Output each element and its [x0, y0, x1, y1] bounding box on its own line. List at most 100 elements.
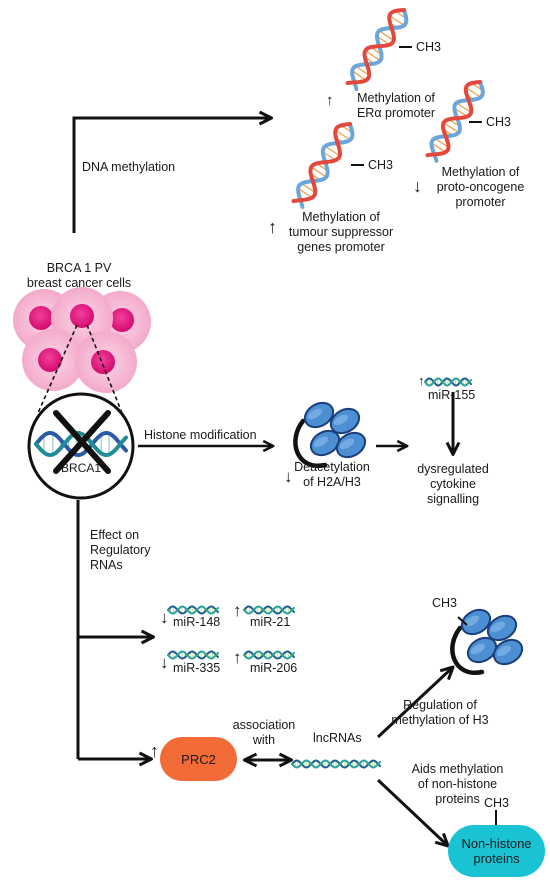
- source-title: BRCA 1 PV breast cancer cells: [14, 261, 144, 291]
- strand-a: [167, 605, 219, 615]
- methylated-nucleosome-icon: [450, 608, 524, 676]
- base-pair: [351, 70, 367, 81]
- base-pair: [322, 151, 336, 161]
- proto-line-1: Methylation of: [441, 165, 520, 179]
- mir-155-label: miR-155: [428, 388, 476, 402]
- base-pair: [443, 122, 460, 133]
- proto-line-3: promoter: [455, 195, 506, 209]
- tumour-line-2: tumour suppressor: [288, 225, 394, 239]
- mir-335-down-arrow-icon: ↓: [160, 653, 169, 672]
- proto-oncogene-dna-helix-icon: [425, 80, 485, 163]
- prc2-label: PRC2: [181, 751, 216, 767]
- tumour-line-3: genes promoter: [297, 240, 385, 254]
- era-dna-helix-icon: [345, 8, 409, 91]
- tumour-up-arrow-icon: ↑: [268, 217, 277, 237]
- mir-148-strand-icon: [167, 605, 219, 615]
- mir-155-strand-icon: [424, 377, 472, 387]
- era-ch3-label: CH3: [416, 40, 442, 54]
- cell: [22, 329, 84, 391]
- non-histone-aid-line-2: of non-histone: [417, 777, 498, 791]
- strand-b: [350, 8, 409, 91]
- histone-modification-label: Histone modification: [144, 428, 257, 442]
- dna-wrap: [293, 418, 328, 469]
- brca1-label: BRCA1: [60, 461, 101, 475]
- non-histone-aid-label: Aids methylation of non-histone proteins: [400, 762, 515, 807]
- base-pair: [465, 87, 482, 98]
- histone-highlight: [333, 414, 349, 426]
- dna-wrap: [450, 625, 485, 676]
- lncrnas-label: lncRNAs: [313, 731, 362, 745]
- histone-highlight: [490, 621, 506, 633]
- histone-highlight: [496, 645, 512, 657]
- base-pair: [431, 142, 446, 153]
- base-pair: [310, 166, 327, 178]
- breast-cancer-cells-icon: [13, 287, 151, 393]
- cytokine-line-2: cytokine: [430, 477, 476, 491]
- nucleosome-icon: [293, 401, 367, 469]
- brca1-gene-knockout-icon: [27, 392, 135, 500]
- strand-a: [243, 605, 295, 615]
- association-line-2: with: [252, 733, 276, 747]
- base-pair: [324, 145, 341, 157]
- h3-regulation-label: Regulation of methylation of H3: [380, 698, 500, 728]
- deacetylation-line-2: of H2A/H3: [303, 475, 361, 489]
- histone-highlight: [307, 408, 323, 420]
- strand-b: [34, 431, 128, 457]
- histone-highlight: [313, 436, 329, 448]
- base-pair: [434, 137, 449, 148]
- strand-b: [167, 650, 219, 660]
- tumour-line-1: Methylation of: [302, 210, 380, 224]
- cytokine-line-1: dysregulated: [417, 462, 489, 476]
- deacetylation-line-1: Deacetylation: [294, 460, 370, 474]
- mir-206-label: miR-206: [250, 661, 298, 675]
- non-histone-aid-line-1: Aids methylation: [411, 762, 504, 776]
- strand-a: [345, 8, 406, 85]
- era-line-2: ERα promoter: [356, 106, 436, 120]
- era-up-arrow-icon: ↑: [326, 92, 334, 109]
- lncrna-strand-icon: [291, 759, 381, 769]
- mir-21-strand-icon: [243, 605, 295, 615]
- source-subtitle-text: breast cancer cells: [26, 276, 132, 290]
- h3-ch3-label: CH3: [432, 596, 458, 610]
- base-pair: [355, 65, 370, 76]
- strand-b: [429, 80, 485, 163]
- strand-b: [243, 650, 295, 660]
- dna-methylation-arrow: [72, 110, 273, 233]
- h3-methyl-bond: [457, 616, 468, 626]
- cytokine-outcome-label: dysregulated cytokine signalling: [412, 462, 494, 507]
- base-pair: [335, 129, 351, 141]
- mir-335-strand-icon: [167, 650, 219, 660]
- non-histone-ch3-label: CH3: [484, 796, 510, 810]
- tumour-ch3-label: CH3: [368, 158, 394, 172]
- proto-ch3-label: CH3: [486, 115, 512, 129]
- tumour-label: Methylation of tumour suppressor genes p…: [276, 210, 406, 255]
- histone-highlight: [464, 615, 480, 627]
- era-label: Methylation of ERα promoter: [336, 91, 456, 121]
- source-title-text: BRCA 1 PV: [46, 261, 112, 275]
- base-pair: [456, 102, 472, 113]
- base-pair: [301, 183, 316, 193]
- h3-regulation-line-1: Regulation of: [403, 698, 477, 712]
- h3-regulation-line-2: methylation of H3: [391, 713, 489, 727]
- lncrna-to-h3-arrow: [376, 665, 455, 739]
- association-label: association with: [228, 718, 300, 748]
- mir-148-down-arrow-icon: ↓: [160, 608, 169, 627]
- strand-b: [167, 605, 219, 615]
- mir-206-up-arrow-icon: ↑: [233, 648, 242, 667]
- cytokine-line-3: signalling: [426, 492, 480, 506]
- non-histone-proteins-pill: [448, 825, 545, 877]
- era-line-1: Methylation of: [357, 91, 435, 105]
- strand-a: [291, 122, 352, 204]
- non-histone-aid-line-3: proteins: [435, 792, 480, 806]
- zoom-line-right: [86, 324, 123, 414]
- strand-a: [167, 650, 219, 660]
- proto-label: Methylation of proto-oncogene promoter: [418, 165, 543, 210]
- base-pair: [365, 49, 381, 62]
- deacetylation-down-arrow-icon: ↓: [284, 467, 293, 486]
- deacetylation-label: Deacetylation of H2A/H3: [292, 460, 372, 490]
- histone-highlight: [470, 643, 486, 655]
- cell: [75, 331, 137, 393]
- base-pair: [389, 14, 405, 26]
- histone-highlight: [339, 438, 355, 450]
